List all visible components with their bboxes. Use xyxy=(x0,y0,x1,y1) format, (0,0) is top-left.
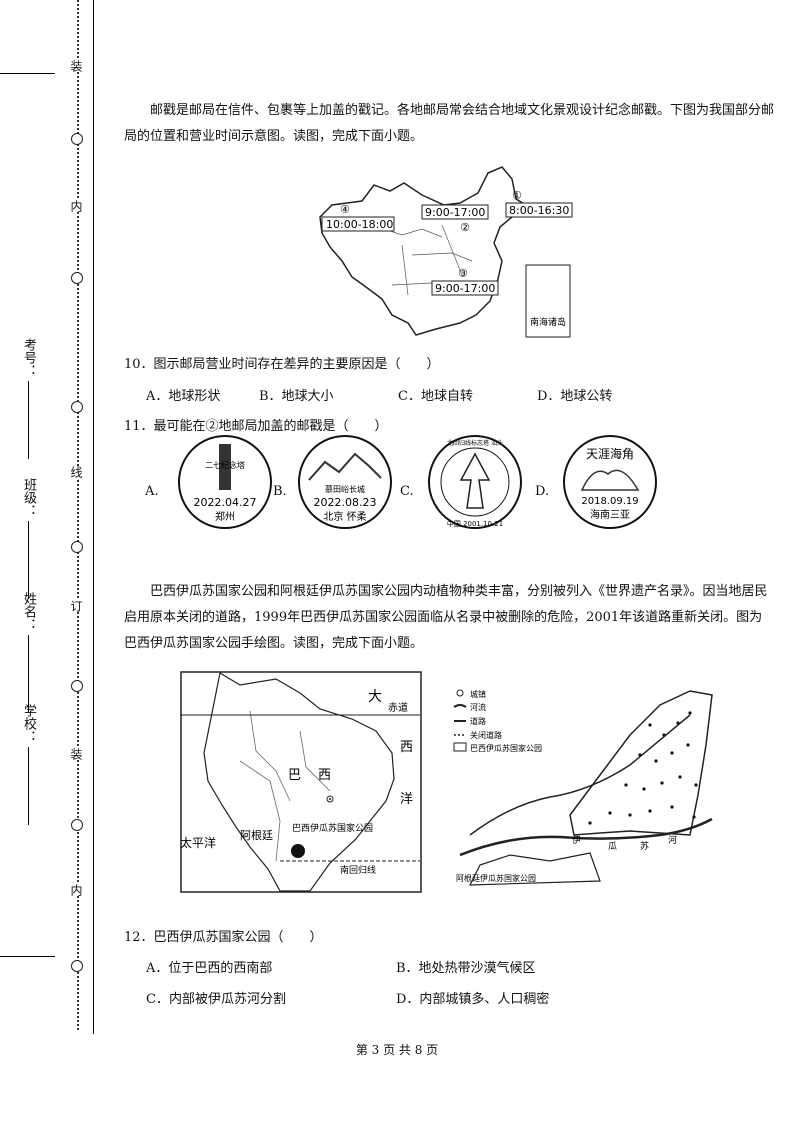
option-b[interactable]: B．地处热带沙漠气候区 xyxy=(396,961,536,976)
binding-label-xian: 线 xyxy=(69,466,85,478)
question-12-options: A．位于巴西的西南部 B．地处热带沙漠气候区 xyxy=(146,957,536,976)
legend-closed-road: 关闭道路 xyxy=(470,730,502,740)
iguazu-park-sketch: 城镇 河流 道路 关闭道路 巴西伊瓜苏国家公园 伊 瓜 苏 河 阿根廷伊瓜苏国家… xyxy=(453,689,713,886)
river-char-1: 伊 xyxy=(572,834,581,846)
stamp-a-place: 郑州 xyxy=(215,510,235,523)
binding-circle xyxy=(71,541,83,553)
passage-postmark: 邮戳是邮局在信件、包裹等上加盖的戳记。各地邮局常会结合地域文化景观设计纪念邮戳。… xyxy=(124,103,775,144)
label-tropic: 南回归线 xyxy=(340,864,376,876)
stamp-d-date: 2018.09.19 xyxy=(581,496,638,507)
option-a[interactable]: A．地球形状 xyxy=(146,389,221,404)
question-10-options: A．地球形状 B．地球大小 C．地球自转 D．地球公转 xyxy=(146,385,612,404)
stamp-b-place: 北京 怀柔 xyxy=(323,510,366,523)
label-equator: 赤道 xyxy=(388,701,408,714)
label-argentina: 阿根廷 xyxy=(240,828,273,842)
label-ba: 巴 xyxy=(288,768,301,783)
binding-circle xyxy=(71,133,83,145)
label-park: 巴西伊瓜苏国家公园 xyxy=(292,822,373,834)
china-outline xyxy=(319,166,528,336)
binding-circle xyxy=(71,819,83,831)
question-12-options-row2: C．内部被伊瓜苏河分割 D．内部城镇多、人口稠密 xyxy=(146,988,549,1007)
marker-4: ④ xyxy=(340,203,350,216)
river-char-3: 苏 xyxy=(640,840,649,852)
stamp-d[interactable]: 天涯海角 2018.09.19 海南三亚 xyxy=(560,432,660,532)
stamp-a-title: 二七纪念塔 xyxy=(205,460,245,470)
stamp-b-title: 慕田峪长城 xyxy=(325,484,365,494)
option-c[interactable]: C．地球自转 xyxy=(398,389,473,404)
binding-label-nei2: 内 xyxy=(69,884,85,896)
stamp-a[interactable]: 二七纪念塔 2022.04.27 郑州 xyxy=(175,432,275,532)
name-field[interactable]: 姓名： xyxy=(20,592,38,713)
marker-2: ② xyxy=(460,221,470,234)
river-char-2: 瓜 xyxy=(608,841,617,852)
stamp-options: A. 二七纪念塔 2022.04.27 郑州 B. 慕田峪长城 2022.08.… xyxy=(145,432,665,542)
binding-circle xyxy=(71,960,83,972)
marker-1: ① xyxy=(512,189,522,202)
stamp-b-label[interactable]: B. xyxy=(273,484,287,499)
stamp-b-date: 2022.08.23 xyxy=(314,496,377,509)
binding-label-nei: 内 xyxy=(69,200,85,212)
time-2: 9:00-17:00 xyxy=(425,206,485,219)
option-b[interactable]: B．地球大小 xyxy=(259,389,334,404)
option-a[interactable]: A．位于巴西的西南部 xyxy=(146,961,273,976)
passage-iguazu: 巴西伊瓜苏国家公园和阿根廷伊瓜苏国家公园内动植物种类丰富，分别被列入《世界遗产名… xyxy=(124,584,768,651)
stamp-c-date: 中国 2001.10.21 xyxy=(447,519,503,528)
time-3: 9:00-17:00 xyxy=(435,282,495,295)
time-4: 10:00-18:00 xyxy=(326,218,393,231)
binding-label-zhuang: 装 xyxy=(69,60,85,72)
examno-field[interactable]: 考号： xyxy=(20,338,38,459)
label-da: 大 xyxy=(368,689,382,705)
argentina-park-label: 阿根廷伊瓜苏国家公园 xyxy=(456,873,536,883)
marker-3: ③ xyxy=(458,267,468,280)
china-post-office-map: 南海诸岛 ④ 10:00-18:00 9:00-17:00 ② ① 8:00-1… xyxy=(319,166,573,338)
label-xi: 西 xyxy=(400,740,413,755)
question-10: 10．图示邮局营业时间存在差异的主要原因是（ ） xyxy=(124,357,440,372)
stamp-b[interactable]: 慕田峪长城 2022.08.23 北京 怀柔 xyxy=(295,432,395,532)
stamp-a-label[interactable]: A. xyxy=(145,484,159,499)
binding-label-ding: 订 xyxy=(69,600,85,612)
binding-margin: 装 内 线 订 装 内 学校： 姓名： 班级： 考号： xyxy=(0,0,94,1034)
binding-circle xyxy=(71,272,83,284)
binding-box xyxy=(0,73,55,957)
binding-dotted-line xyxy=(77,0,79,1030)
south-america-map: 大 赤道 西 洋 巴 西 巴西伊瓜苏国家公园 太平洋 阿根廷 南回归线 xyxy=(180,671,422,893)
inset-label: 南海诸岛 xyxy=(530,316,566,328)
question-12: 12．巴西伊瓜苏国家公园（ ） xyxy=(124,930,323,945)
stamp-a-date: 2022.04.27 xyxy=(194,496,257,509)
class-field[interactable]: 班级： xyxy=(20,478,38,599)
school-field[interactable]: 学校： xyxy=(20,704,38,825)
binding-circle xyxy=(71,401,83,413)
time-1: 8:00-16:30 xyxy=(509,204,569,217)
binding-label-zhuang2: 装 xyxy=(69,748,85,760)
stamp-d-label[interactable]: D. xyxy=(535,484,550,499)
option-d[interactable]: D．内部城镇多、人口稠密 xyxy=(396,992,550,1007)
stamp-d-title: 天涯海角 xyxy=(586,446,634,461)
river-char-4: 河 xyxy=(668,834,677,846)
label-pacific: 太平洋 xyxy=(180,835,216,850)
stamp-c[interactable]: 北回归线标志塔 汕头 中国 2001.10.21 xyxy=(425,432,525,532)
question-11: 11．最可能在②地邮局加盖的邮戳是（ ） xyxy=(124,419,388,434)
binding-rule xyxy=(93,0,94,1034)
continent-outline xyxy=(203,672,395,892)
stamp-c-label[interactable]: C. xyxy=(400,484,414,499)
label-yang: 洋 xyxy=(400,792,413,807)
option-d[interactable]: D．地球公转 xyxy=(537,389,613,404)
option-c[interactable]: C．内部被伊瓜苏河分割 xyxy=(146,992,286,1007)
binding-circle xyxy=(71,680,83,692)
stamp-d-place: 海南三亚 xyxy=(590,508,630,521)
legend-park: 巴西伊瓜苏国家公园 xyxy=(470,743,542,753)
legend-river: 河流 xyxy=(470,702,486,712)
legend-town: 城镇 xyxy=(470,689,486,699)
legend-road: 道路 xyxy=(470,716,486,726)
label-xi2: 西 xyxy=(318,768,331,783)
stamp-c-ring: 北回归线标志塔 汕头 xyxy=(447,439,503,447)
page-footer: 第 3 页 共 8 页 xyxy=(355,1043,439,1057)
